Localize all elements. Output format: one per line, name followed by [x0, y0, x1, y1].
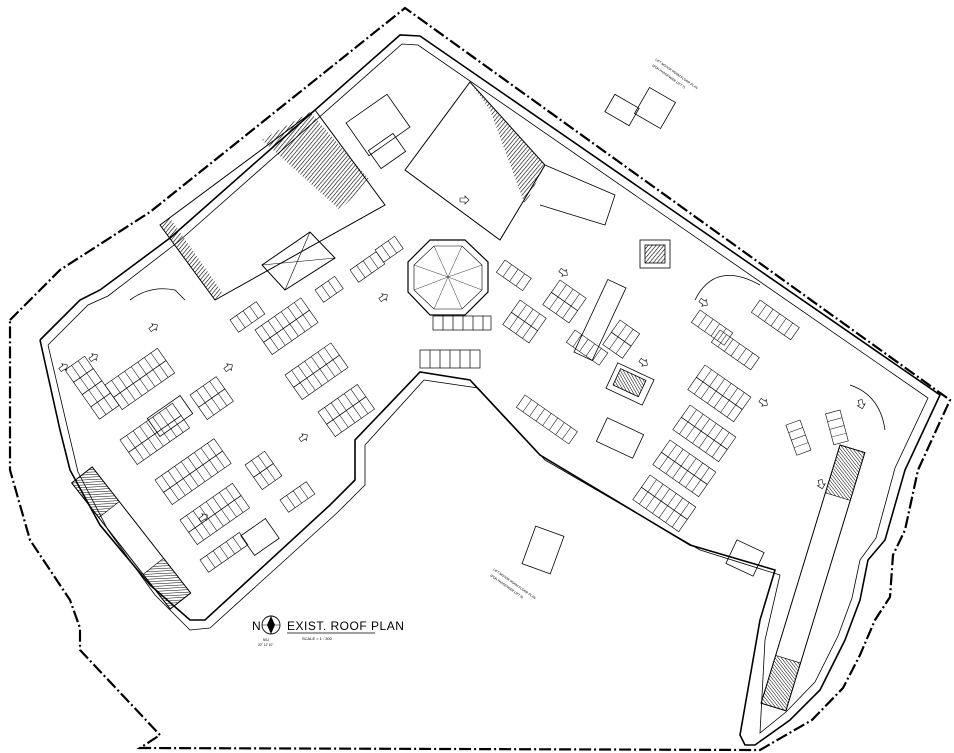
parking-group: [314, 275, 344, 303]
parking-group: [652, 439, 717, 498]
parking-group: [119, 402, 191, 465]
parking-group: [825, 409, 849, 446]
atrium-rays: [413, 245, 483, 310]
parking-group: [279, 481, 316, 513]
north-tag: NSJ: [263, 638, 269, 642]
parking-group: [750, 299, 800, 341]
roof-block-right-outline: [539, 164, 616, 226]
parking-group: [687, 364, 752, 423]
parking-group: [672, 404, 737, 463]
direction-arrow: [698, 297, 708, 307]
parking-group: [542, 279, 587, 324]
parking-group: [495, 259, 532, 292]
direction-arrow: [378, 293, 388, 303]
parking-bays: [58, 195, 866, 573]
drawing-title: EXIST. ROOF PLAN: [287, 619, 404, 633]
parking-group: [64, 355, 120, 420]
roof-block-left-hatch: [160, 218, 222, 300]
parking-group: [179, 482, 251, 545]
direction-arrow: [298, 433, 308, 443]
direction-arrow: [223, 363, 233, 373]
atrium-octagon: [407, 239, 489, 316]
direction-arrow: [148, 323, 158, 333]
direction-arrow: [88, 353, 98, 363]
direction-arrow: [638, 357, 648, 367]
direction-arrow: [558, 267, 568, 277]
atrium-octagon-inner: [413, 245, 483, 310]
note-top: LIFT MOTOR ROOM FLOOR PLAN: [654, 58, 699, 91]
small-roof: [261, 231, 336, 291]
parking-group: [785, 419, 812, 456]
parking-group: [317, 384, 375, 437]
north-angle: 20° 12' 10": [258, 643, 273, 647]
curved-drive-br: [849, 384, 886, 431]
parking-group: [690, 309, 734, 346]
parking-group: [189, 376, 234, 420]
parking-group: [229, 301, 266, 333]
ramp-right-hatch: [825, 444, 866, 501]
atrium-bays: [419, 315, 492, 369]
parking-group: [515, 394, 578, 445]
curved-drive-left: [129, 288, 186, 301]
parking-group: [710, 329, 760, 371]
direction-arrow: [58, 363, 68, 373]
parking-group: [632, 474, 697, 533]
ramp-right-hatch-2: [760, 655, 801, 712]
drawing-scale: SCALE = 1 : 300: [302, 636, 333, 641]
direction-arrow: [459, 195, 470, 205]
note-bottom: LIFT MOTOR ROOM FLOOR PLAN: [492, 568, 537, 601]
roof-block-right-hatch: [470, 82, 545, 205]
site-boundary: [8, 6, 952, 752]
parking-group: [502, 299, 547, 344]
direction-arrow: [816, 479, 826, 490]
north-arrow: [261, 615, 281, 635]
parking-group: [244, 450, 283, 490]
building-outer-wall: [39, 34, 942, 746]
roof-block-left-hatch-2: [262, 112, 370, 210]
building-inner-wall: [47, 43, 929, 734]
parking-group: [565, 329, 609, 366]
core-blocks: [146, 86, 765, 577]
ramp-left-hatch: [71, 466, 120, 519]
direction-arrow: [758, 397, 768, 407]
ramp-left-hatch-2: [142, 557, 192, 610]
north-letter: N: [252, 619, 261, 633]
curved-drive-right: [694, 275, 761, 301]
parking-group: [374, 235, 404, 263]
direction-arrow: [198, 513, 208, 523]
parking-group: [154, 438, 232, 505]
parking-group: [254, 297, 319, 355]
parking-group: [284, 342, 349, 400]
parking-group: [602, 319, 641, 359]
parking-group: [199, 532, 249, 573]
direction-arrow: [856, 399, 866, 410]
